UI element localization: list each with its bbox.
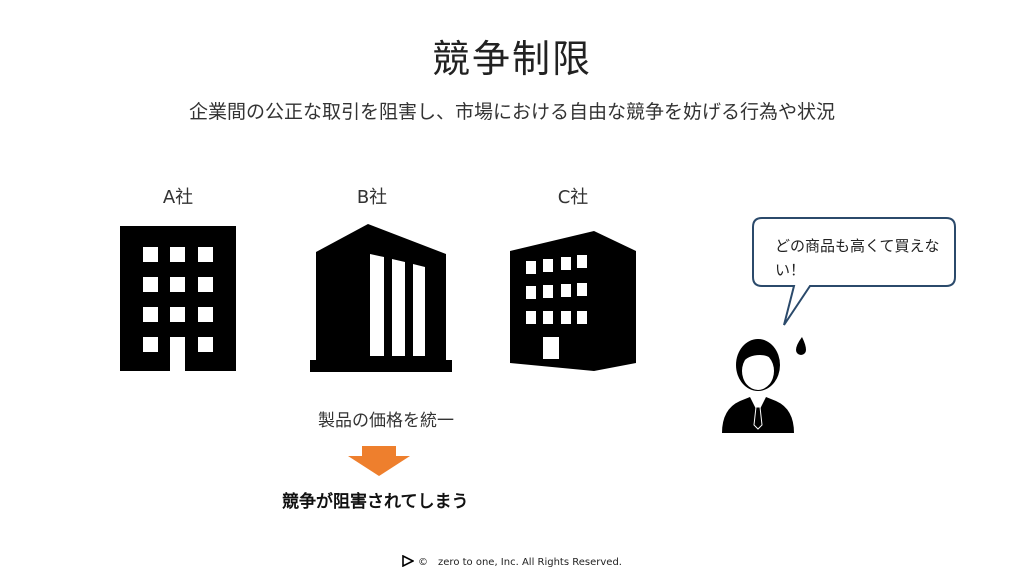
company-a-label: A社 xyxy=(162,187,194,208)
company-c-label: C社 xyxy=(557,187,589,208)
down-arrow-icon xyxy=(348,446,410,480)
page-title: 競争制限 xyxy=(431,37,592,81)
worried-person-icon xyxy=(720,327,820,439)
competition-hindered-text: 競争が阻害されてしまう xyxy=(282,492,469,512)
company-b-label: B社 xyxy=(356,187,388,208)
footer: © zero to one, Inc. All Rights Reserved. xyxy=(0,553,1024,570)
price-unification-caption: 製品の価格を統一 xyxy=(318,411,454,431)
copyright-text: © zero to one, Inc. All Rights Reserved. xyxy=(418,557,622,568)
apartment-building-icon xyxy=(510,231,636,371)
play-logo-icon xyxy=(402,554,415,570)
warehouse-building-icon xyxy=(310,222,452,372)
office-building-icon xyxy=(120,226,236,371)
page-subtitle: 企業間の公正な取引を阻害し、市場における自由な競争を妨げる行為や状況 xyxy=(188,101,835,123)
speech-bubble-text: どの商品も高くて買えない！ xyxy=(775,237,940,279)
speech-bubble xyxy=(752,217,958,333)
